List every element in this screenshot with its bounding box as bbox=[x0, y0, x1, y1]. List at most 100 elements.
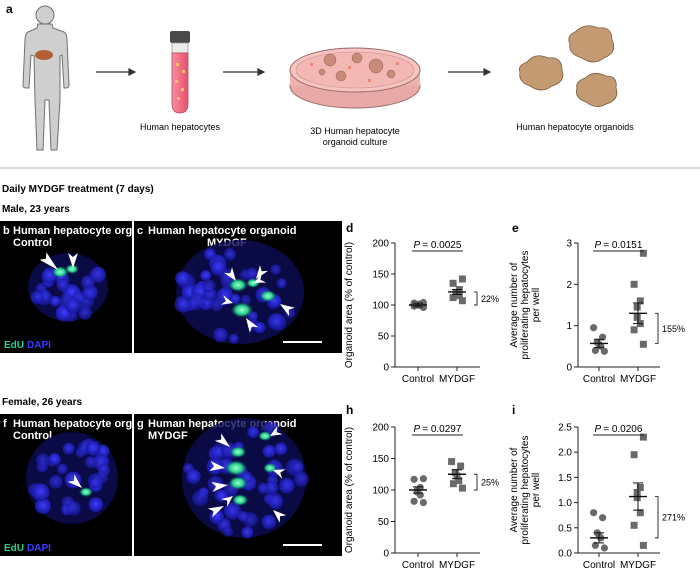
dapi-nucleus bbox=[262, 444, 276, 458]
dapi-nucleus bbox=[293, 471, 309, 487]
dapi-nucleus bbox=[192, 490, 209, 507]
dapi-nucleus bbox=[48, 475, 63, 489]
arrowhead-marker bbox=[273, 469, 286, 479]
dapi-nucleus bbox=[87, 473, 103, 489]
data-point-control bbox=[599, 514, 607, 522]
dapi-nucleus bbox=[209, 509, 224, 524]
x-tick-label: MYDGF bbox=[439, 374, 475, 385]
data-point-mydgf bbox=[633, 313, 641, 321]
y-tick-label: 50 bbox=[378, 517, 390, 528]
y-tick-label: 150 bbox=[372, 454, 389, 465]
x-tick-label: Control bbox=[402, 560, 434, 571]
edu-positive-nucleus bbox=[228, 278, 248, 292]
dapi-nucleus bbox=[257, 482, 269, 494]
y-axis-label: Average number of bbox=[509, 262, 520, 347]
organoids-icon bbox=[518, 25, 618, 107]
arrowhead-marker bbox=[67, 474, 82, 488]
dapi-nucleus bbox=[50, 295, 61, 307]
dapi-nucleus bbox=[85, 441, 101, 456]
edu-positive-nucleus bbox=[228, 476, 248, 490]
arrowhead-marker bbox=[254, 273, 267, 283]
y-axis-label: Organoid area (% of control) bbox=[344, 427, 355, 553]
dapi-nucleus bbox=[35, 453, 50, 468]
data-point-mydgf bbox=[639, 249, 647, 257]
dapi-label: DAPI bbox=[27, 340, 51, 351]
arrowhead-marker bbox=[68, 253, 78, 268]
dapi-nucleus bbox=[30, 290, 45, 305]
edu-positive-nucleus bbox=[230, 302, 254, 318]
dapi-nucleus bbox=[188, 293, 206, 311]
y-axis-label: per well bbox=[531, 473, 542, 507]
percent-bracket bbox=[474, 473, 478, 491]
edu-positive-nucleus bbox=[224, 460, 248, 476]
dapi-nucleus bbox=[223, 502, 242, 520]
dapi-nucleus bbox=[66, 501, 81, 516]
data-point-mydgf bbox=[449, 279, 457, 287]
image-c-letter: c bbox=[137, 225, 143, 237]
percent-change-label: 155% bbox=[662, 324, 685, 334]
dapi-nucleus bbox=[261, 514, 277, 530]
image-g-condition: MYDGF bbox=[148, 430, 188, 442]
percent-change-label: 25% bbox=[481, 478, 499, 488]
dapi-nucleus bbox=[270, 264, 281, 276]
y-tick-label: 0 bbox=[566, 363, 572, 374]
data-point-control bbox=[419, 499, 427, 507]
y-tick-label: 3 bbox=[566, 239, 572, 250]
x-tick-label: MYDGF bbox=[439, 560, 475, 571]
p-value-label: P= 0.0025 bbox=[414, 240, 462, 251]
data-point-mydgf bbox=[639, 541, 647, 549]
dapi-nucleus bbox=[84, 456, 97, 469]
data-point-mydgf bbox=[636, 509, 644, 517]
dapi-nucleus bbox=[202, 279, 216, 293]
arrowhead-marker bbox=[280, 304, 295, 317]
y-tick-label: 0.5 bbox=[558, 523, 572, 534]
edu-label: EdU bbox=[4, 543, 24, 554]
dapi-nucleus bbox=[31, 483, 50, 502]
step1-label: Human hepatocytes bbox=[140, 122, 221, 132]
data-point-mydgf bbox=[630, 280, 638, 288]
data-point-mydgf bbox=[458, 297, 466, 305]
edu-positive-nucleus bbox=[259, 290, 277, 302]
dapi-nucleus bbox=[56, 463, 68, 475]
edu-positive-nucleus bbox=[229, 446, 247, 458]
dapi-nucleus bbox=[89, 266, 106, 283]
petri-dish-icon bbox=[289, 47, 421, 109]
dapi-nucleus bbox=[237, 511, 249, 522]
arrow-2-head bbox=[257, 68, 266, 76]
data-point-mydgf bbox=[458, 484, 466, 492]
dapi-nucleus bbox=[222, 526, 234, 537]
y-tick-label: 1 bbox=[566, 321, 572, 332]
percent-change-label: 271% bbox=[662, 513, 685, 523]
dapi-nucleus bbox=[228, 333, 239, 344]
y-tick-label: 150 bbox=[372, 270, 389, 281]
dapi-nucleus bbox=[186, 469, 201, 484]
image-b-letter: b bbox=[3, 225, 10, 237]
data-point-control bbox=[590, 324, 598, 332]
data-point-mydgf bbox=[639, 433, 647, 441]
data-point-mydgf bbox=[448, 458, 456, 466]
y-axis-label: per well bbox=[531, 288, 542, 322]
dapi-nucleus bbox=[65, 297, 81, 314]
arrowhead-marker bbox=[220, 295, 233, 305]
y-tick-label: 1.5 bbox=[558, 473, 572, 484]
x-tick-label: Control bbox=[583, 374, 615, 385]
female-label: Female, 26 years bbox=[2, 397, 82, 408]
data-point-control bbox=[591, 346, 600, 355]
dapi-nucleus bbox=[200, 270, 212, 281]
arrowhead-marker bbox=[273, 510, 287, 523]
image-b-title: Human hepatocyte organoid bbox=[13, 225, 162, 237]
y-tick-label: 200 bbox=[372, 423, 389, 434]
arrow-3-head bbox=[483, 68, 492, 76]
arrowhead-marker bbox=[209, 461, 225, 471]
percent-bracket bbox=[474, 291, 478, 306]
data-point-control bbox=[410, 475, 418, 483]
dapi-nucleus bbox=[48, 453, 61, 466]
arrowhead-marker bbox=[246, 318, 259, 333]
microscopy-image-g: g Human hepatocyte organoid MYDGF bbox=[134, 414, 342, 556]
